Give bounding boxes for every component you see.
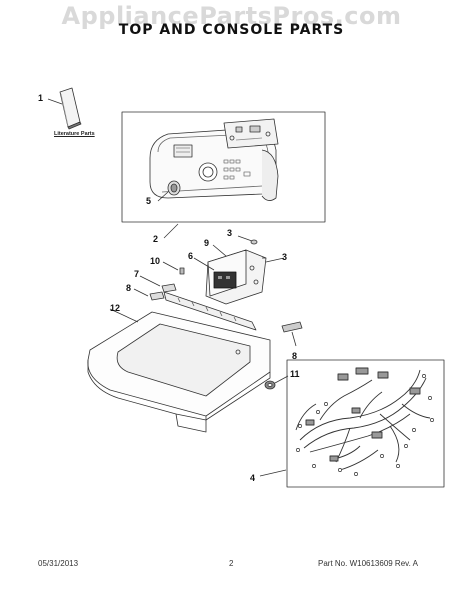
- grommet-part: [264, 375, 289, 390]
- callout-1: 1: [38, 93, 44, 103]
- page-title: TOP AND CONSOLE PARTS: [118, 22, 345, 38]
- wire-harness: [295, 367, 434, 476]
- callout-8-left: 8: [126, 283, 132, 293]
- literature-parts-label: Literature Parts: [54, 131, 95, 137]
- control-housing: [193, 244, 267, 305]
- user-interface-board: [223, 118, 279, 149]
- callout-8-right: 8: [292, 351, 298, 361]
- callout-3-top: 3: [227, 228, 233, 238]
- clip-parts: [133, 275, 177, 301]
- callout-6: 6: [188, 251, 194, 261]
- callout-3-right: 3: [282, 252, 288, 262]
- callout-10: 10: [150, 256, 161, 266]
- callout-4: 4: [250, 473, 256, 483]
- callout-9: 9: [204, 238, 210, 248]
- top-panel: [87, 308, 271, 433]
- bolt-part: [162, 261, 185, 275]
- callout-2: 2: [153, 234, 159, 244]
- footer-part-number: Part No. W10613609 Rev. A: [318, 559, 418, 568]
- footer-date: 05/31/2013: [38, 559, 79, 568]
- callout-7: 7: [134, 269, 140, 279]
- console-box: [121, 111, 326, 223]
- callout-5: 5: [146, 196, 152, 206]
- watermark: AppliancePartsPros.com: [61, 2, 402, 30]
- screw-part: [237, 235, 258, 245]
- harness-box: [286, 359, 445, 488]
- literature-booklet: [59, 87, 82, 130]
- small-clip-right: [281, 321, 303, 347]
- footer-page-number: 2: [229, 559, 234, 568]
- knob-part: [157, 180, 181, 202]
- callout-11: 11: [290, 369, 300, 379]
- hinge-strip: [163, 291, 257, 331]
- leader-lines: [47, 98, 287, 477]
- callout-12: 12: [110, 303, 121, 313]
